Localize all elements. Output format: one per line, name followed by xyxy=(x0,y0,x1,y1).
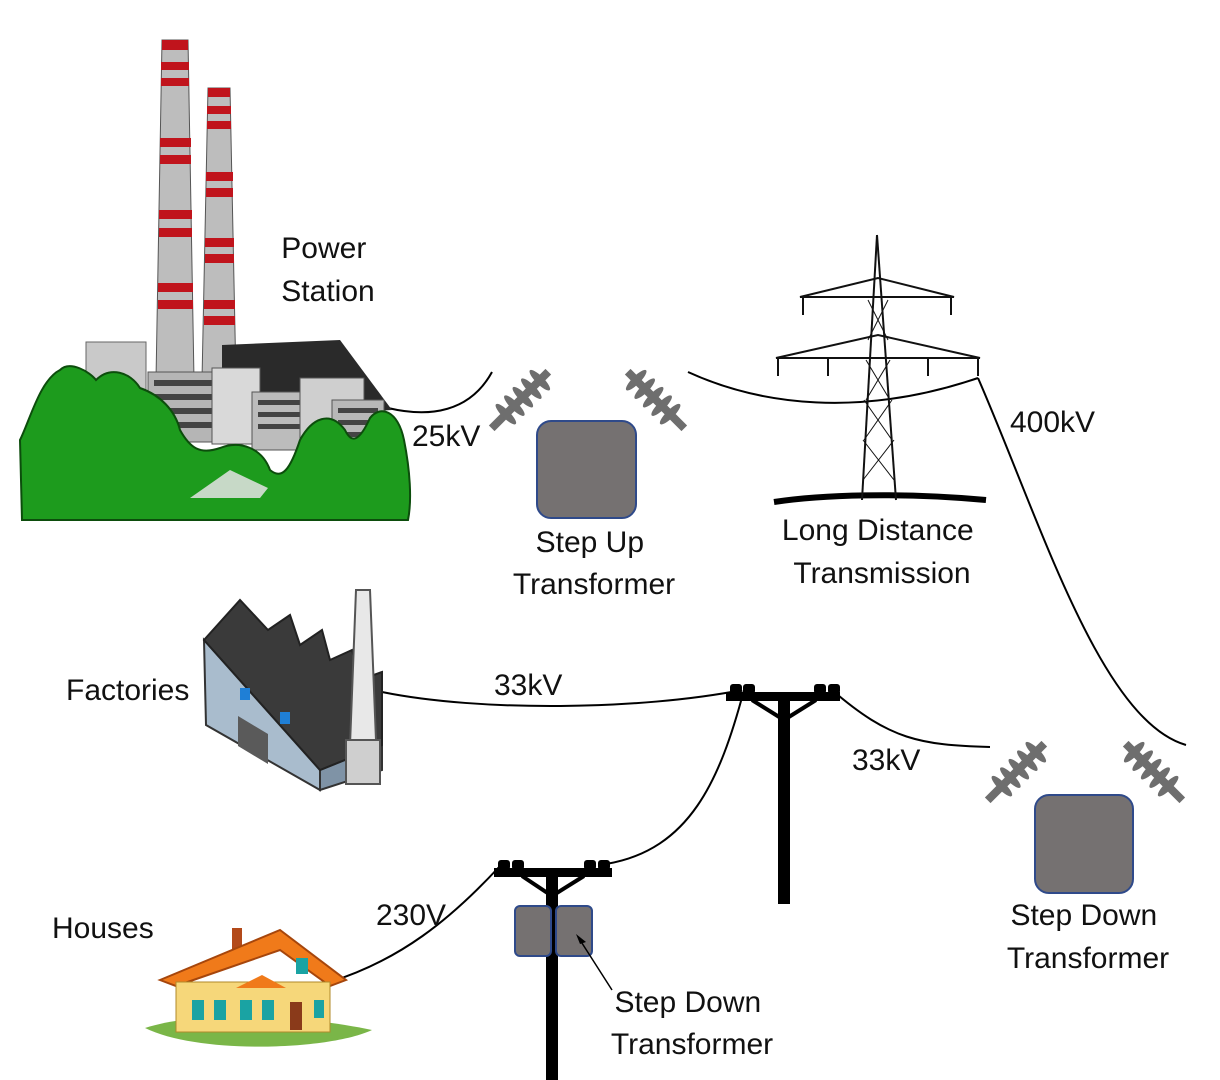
chimney-right xyxy=(201,87,237,381)
house-illustration xyxy=(145,928,372,1047)
factory-chimney xyxy=(348,589,378,747)
voltage-25kv: 25kV xyxy=(412,420,480,453)
chimney-left xyxy=(155,39,195,381)
insulator-left xyxy=(488,368,552,432)
voltage-400kv: 400kV xyxy=(1010,406,1095,439)
voltage-230v: 230V xyxy=(376,899,446,932)
power-station-illustration xyxy=(18,39,412,521)
labels: Power Station Step Up Transformer Long D… xyxy=(52,232,1169,1061)
voltage-33kv-factory: 33kV xyxy=(494,669,562,702)
step-up-transformer xyxy=(488,368,688,519)
wires xyxy=(329,371,1187,983)
wire-tower-to-stepdown xyxy=(977,377,1187,746)
step-up-transformer-label: Step Up Transformer xyxy=(513,526,675,601)
step-down-main-label: Step Down Transformer xyxy=(1007,899,1169,975)
wire-station-to-stepup xyxy=(387,371,493,414)
wire-stepup-to-tower xyxy=(687,371,979,404)
wire-factory-to-pole xyxy=(381,689,743,707)
station-foliage xyxy=(18,365,412,521)
wire-small-pole-to-house xyxy=(329,865,501,983)
step-down-transformer-main xyxy=(984,740,1186,894)
pole-mounted-transformer xyxy=(494,860,613,1080)
step-down-pole-label: Step Down Transformer xyxy=(611,986,773,1061)
wire-pole-to-stepdown xyxy=(831,689,991,748)
distribution-pole xyxy=(726,684,840,904)
transmission-tower xyxy=(773,234,987,505)
transformer-body xyxy=(536,420,637,519)
factories-label: Factories xyxy=(66,674,189,707)
factory-window xyxy=(240,688,250,700)
insulator-right xyxy=(624,368,688,432)
long-distance-label: Long Distance Transmission xyxy=(782,514,982,590)
wire-pole-to-small-pole xyxy=(605,689,745,865)
factory-illustration xyxy=(202,589,383,792)
station-path xyxy=(190,470,268,498)
factory-window xyxy=(280,712,290,724)
power-station-label: Power Station xyxy=(281,232,374,308)
voltage-33kv-substation: 33kV xyxy=(852,744,920,777)
houses-label: Houses xyxy=(52,912,154,945)
